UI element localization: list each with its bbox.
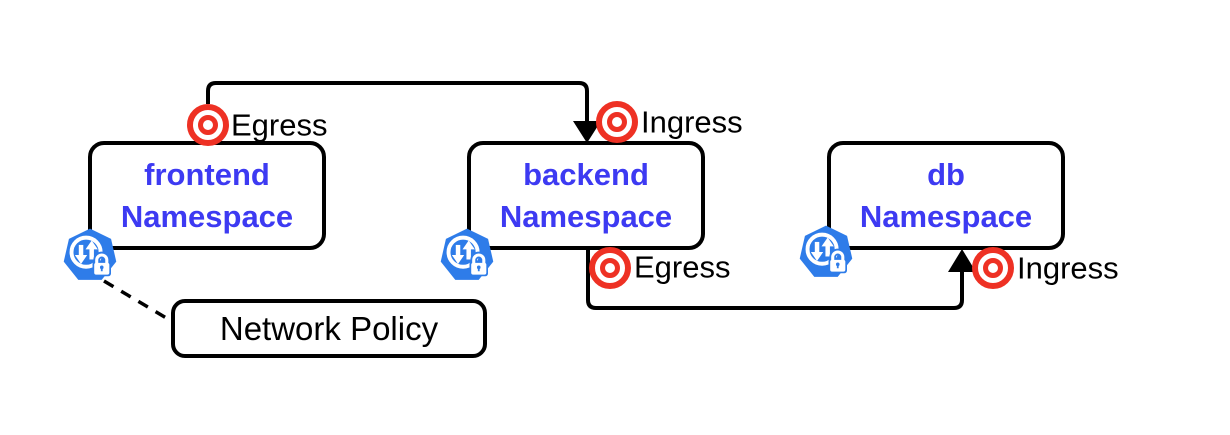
network-policy-legend-box: Network Policy	[171, 299, 487, 358]
namespace-type-label: Namespace	[499, 198, 673, 234]
namespace-name: backend	[523, 156, 649, 192]
port-marker-icon	[596, 101, 638, 143]
ingress-label-db: Ingress	[1017, 250, 1119, 286]
namespace-node-backend: backend Namespace	[467, 141, 705, 250]
arrowhead-up-icon	[948, 249, 976, 272]
network-policy-icon	[799, 225, 853, 277]
port-marker-icon	[187, 104, 229, 146]
network-policy-icon	[440, 228, 494, 280]
namespace-type-label: Namespace	[120, 198, 294, 234]
port-marker-icon	[972, 247, 1014, 289]
arrowhead-down-icon	[573, 121, 601, 143]
edge-backend-to-db	[586, 248, 964, 310]
ingress-label-backend: Ingress	[641, 104, 743, 140]
port-marker-inner-ring	[983, 258, 1003, 278]
namespace-name: db	[927, 156, 965, 192]
namespace-node-frontend: frontend Namespace	[88, 141, 326, 250]
network-policy-icon	[63, 228, 117, 280]
namespace-name: frontend	[144, 156, 270, 192]
namespace-type-label: Namespace	[859, 198, 1033, 234]
port-marker-icon	[589, 247, 631, 289]
port-marker-inner-ring	[607, 112, 627, 132]
policy-association-dashed-line	[103, 279, 169, 321]
egress-label-backend: Egress	[634, 249, 731, 285]
port-marker-inner-ring	[600, 258, 620, 278]
edge-frontend-to-backend	[206, 81, 589, 124]
egress-label-frontend: Egress	[231, 107, 328, 143]
network-policy-label: Network Policy	[219, 309, 439, 347]
port-marker-inner-ring	[198, 115, 218, 135]
namespace-node-db: db Namespace	[827, 141, 1065, 250]
